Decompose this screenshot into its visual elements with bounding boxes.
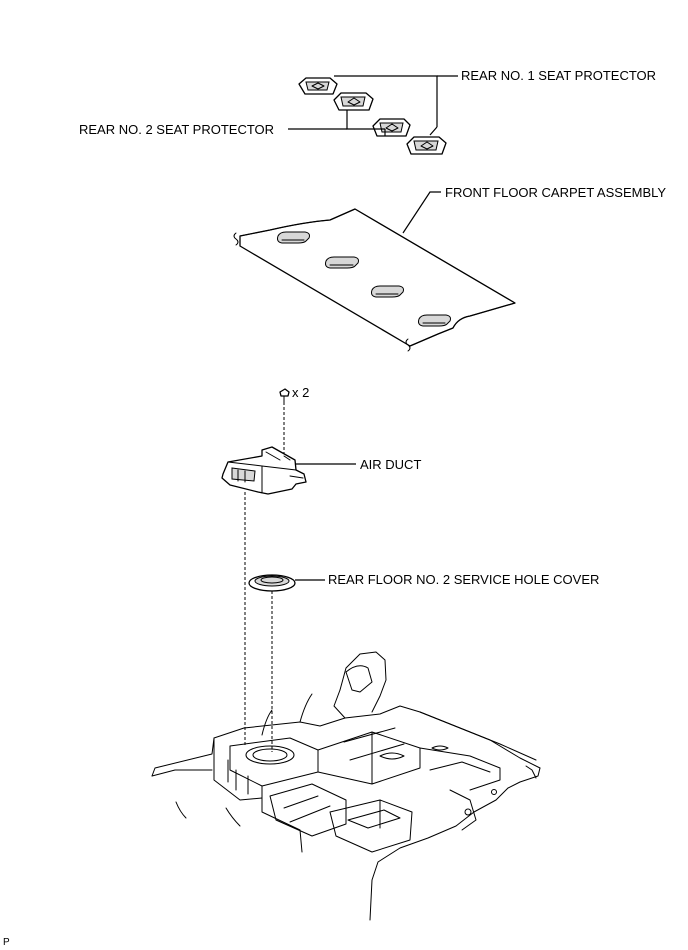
rear-no1-seat-protector-label: REAR NO. 1 SEAT PROTECTOR — [461, 68, 657, 83]
air-duct — [221, 446, 307, 495]
corner-mark: P — [3, 937, 10, 948]
clip-fastener — [279, 388, 290, 403]
rear-no2-seat-protector-label: REAR NO. 2 SEAT PROTECTOR — [79, 122, 275, 137]
leader-rear-no1-seat-protector — [334, 75, 458, 136]
leader-front-floor-carpet — [402, 191, 441, 234]
rear-no1-seat-protector-upper — [298, 77, 338, 95]
rear-floor-no2-service-hole-cover-label: REAR FLOOR NO. 2 SERVICE HOLE COVER — [328, 572, 600, 587]
rear-floor-no2-service-hole-cover — [248, 574, 296, 592]
rear-no2-seat-protector-upper — [333, 92, 374, 111]
rear-no2-seat-protector-lower — [372, 118, 411, 137]
clip-quantity-label: x 2 — [292, 385, 310, 400]
vehicle-rear-floor — [151, 651, 541, 921]
front-floor-carpet-assembly — [233, 208, 516, 352]
leader-rear-no2-seat-protector — [288, 110, 386, 136]
front-floor-carpet-assembly-label: FRONT FLOOR CARPET ASSEMBLY — [445, 185, 667, 200]
air-duct-label: AIR DUCT — [360, 457, 422, 472]
rear-no1-seat-protector-lower — [406, 136, 447, 155]
